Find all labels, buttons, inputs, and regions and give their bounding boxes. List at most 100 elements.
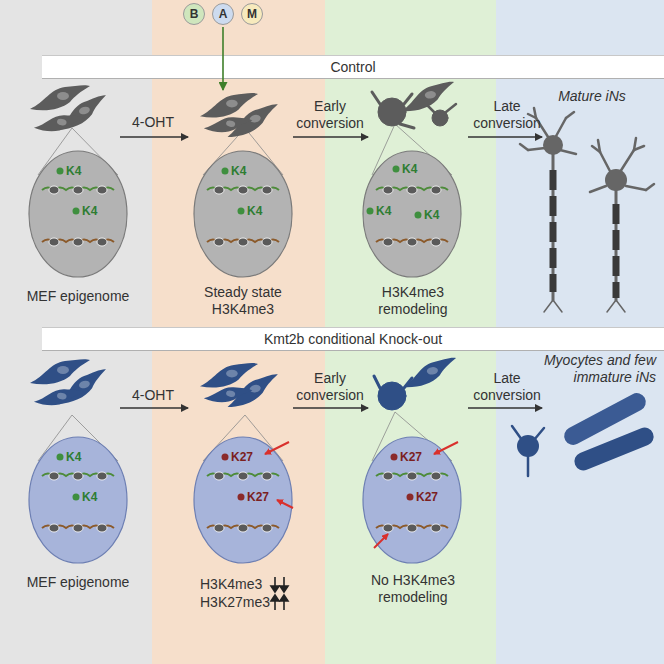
nucleosome (383, 186, 393, 194)
nucleus: K4K4K4 (362, 150, 462, 278)
step-label: Early conversion (288, 370, 372, 404)
nucleosome (97, 238, 107, 246)
factor-bead: B (183, 3, 205, 25)
histone-mark: K27 (400, 450, 422, 464)
nucleosome (431, 524, 441, 532)
red-arrow (277, 500, 293, 508)
converting-cells-ko (374, 376, 412, 410)
nucleus-outline (194, 437, 292, 563)
step-label: Myocytes and few immature iNs (520, 352, 656, 386)
histone-mark-symbol (238, 494, 245, 501)
nucleosome (238, 524, 248, 532)
histone-mark-symbol (73, 208, 80, 215)
nucleosome (431, 186, 441, 194)
nucleosome (431, 238, 441, 246)
histone-mark-symbol (367, 208, 374, 215)
step-label: Early conversion (288, 98, 372, 132)
nucleosome (49, 186, 59, 194)
nucleosome (407, 524, 417, 532)
bead-letter: B (190, 7, 199, 21)
nucleosome (73, 186, 83, 194)
nucleosome (73, 472, 83, 480)
nucleosome (262, 238, 272, 246)
fibroblast-cells-ko (30, 357, 459, 411)
nucleosome (97, 472, 107, 480)
step-label: No H3K4me3 remodeling (357, 572, 469, 606)
histone-mark-symbol (415, 212, 422, 219)
nucleus-outline (29, 151, 127, 277)
nucleosome (238, 186, 248, 194)
nucleosome (407, 238, 417, 246)
nucleosome (214, 186, 224, 194)
histone-mark: K4 (247, 204, 262, 218)
nucleus-outline (363, 437, 461, 563)
nucleus-outline (194, 151, 292, 277)
histone-mark-symbol (57, 168, 64, 175)
step-label: Mature iNs (558, 88, 626, 105)
nucleus: K4K4 (193, 150, 293, 278)
condition-band: Kmt2b conditional Knock-out (42, 327, 664, 351)
histone-mark: K4 (82, 204, 97, 218)
nucleus: K4K4 (28, 436, 128, 564)
nucleosome (49, 524, 59, 532)
nucleosome (49, 472, 59, 480)
histone-mark: K27 (231, 450, 253, 464)
step-label: Late conversion (465, 98, 549, 132)
nucleosome (97, 524, 107, 532)
process-arrows (120, 137, 542, 408)
nucleosome (262, 524, 272, 532)
step-label: MEF epigenome (27, 288, 130, 305)
nucleosome (73, 524, 83, 532)
step-label: H3K4me3 remodeling (357, 284, 469, 318)
step-label: MEF epigenome (27, 574, 130, 591)
step-label: 4-OHT (132, 114, 174, 131)
nucleosome (431, 472, 441, 480)
step-label: Late conversion (465, 370, 549, 404)
nucleosome (262, 186, 272, 194)
histone-mark-symbol (393, 166, 400, 173)
red-arrow (434, 442, 458, 454)
nucleus-outline (29, 437, 127, 563)
nucleosome (238, 238, 248, 246)
step-label: 4-OHT (132, 387, 174, 404)
condition-band: Control (42, 55, 664, 79)
histone-mark: K27 (416, 490, 438, 504)
histone-mark: K27 (247, 490, 269, 504)
step-label: Steady state H3K4me3 (187, 284, 299, 318)
neuron-soma (543, 135, 627, 191)
mature-neurons (520, 108, 654, 312)
histone-mark: K4 (376, 204, 391, 218)
histone-mark: K4 (66, 164, 81, 178)
histone-mark-symbol (222, 168, 229, 175)
red-arrow (265, 442, 289, 454)
histone-mark-symbol (391, 454, 398, 461)
histone-mark: K4 (66, 450, 81, 464)
nucleus: K4K4 (28, 150, 128, 278)
bam-arrow (222, 27, 224, 90)
nucleosome (262, 472, 272, 480)
histone-mark: K4 (82, 490, 97, 504)
nucleosome (383, 472, 393, 480)
nucleosome (214, 238, 224, 246)
histone-mark-symbol (73, 494, 80, 501)
histone-mark-symbol (222, 454, 229, 461)
histone-mark: K4 (424, 208, 439, 222)
histone-mark: K4 (402, 162, 417, 176)
converting-cells (372, 92, 456, 128)
nucleosome (238, 472, 248, 480)
nucleosome (407, 186, 417, 194)
nucleosome (383, 524, 393, 532)
nucleus: K27K27 (362, 436, 462, 564)
step-label: H3K27me3 (200, 594, 270, 611)
nucleosome (214, 524, 224, 532)
histone-mark: K4 (231, 164, 246, 178)
nucleus: K27K27 (193, 436, 293, 564)
histone-mark-symbol (57, 454, 64, 461)
bead-letter: A (219, 7, 228, 21)
step-label: H3K4me3 (200, 576, 262, 593)
fibroblast-cells (30, 81, 457, 138)
nucleosome (214, 472, 224, 480)
